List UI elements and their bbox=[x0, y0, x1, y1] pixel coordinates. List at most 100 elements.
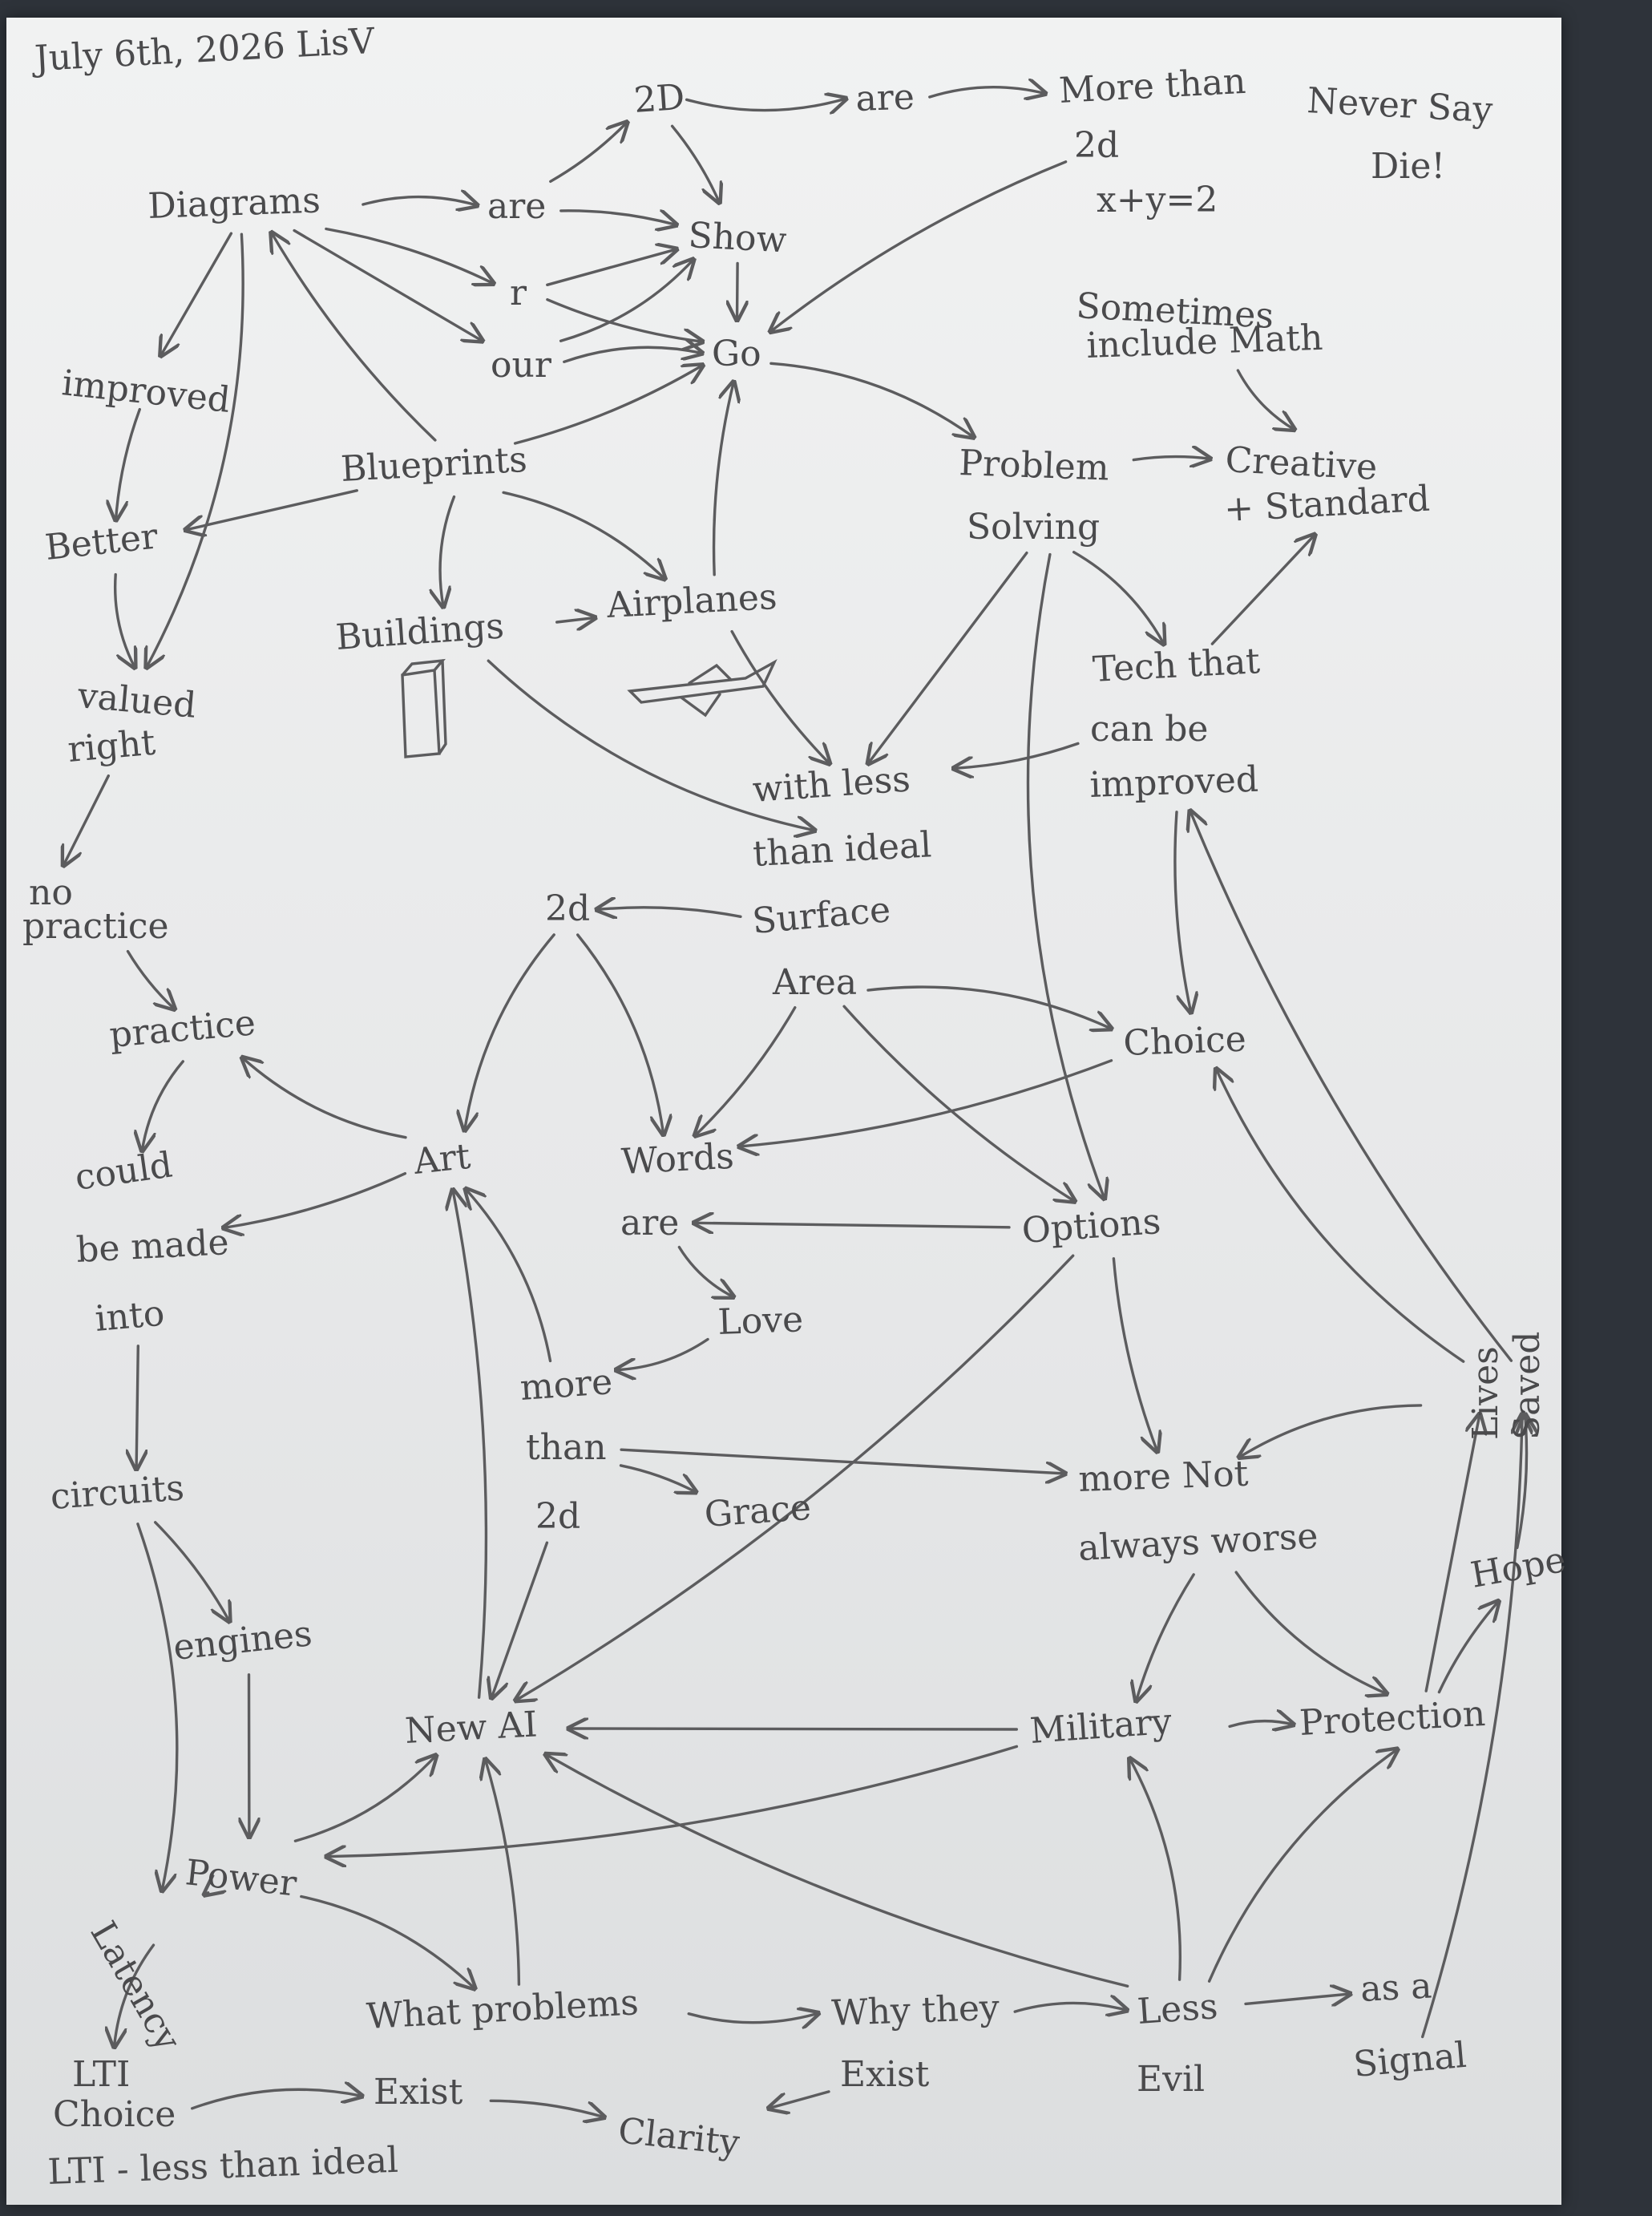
node-creative2: + Standard bbox=[1223, 479, 1431, 530]
edge-2d-mid-to-art bbox=[465, 933, 555, 1130]
node-r: r bbox=[510, 273, 527, 313]
edge-show-to-go bbox=[737, 261, 738, 320]
edge-are2-to-more-than-2d-top1 bbox=[928, 87, 1045, 97]
edge-latency-to-lti-short bbox=[115, 1943, 156, 2047]
node-2d-mid: 2d bbox=[545, 888, 590, 929]
edge-blueprints-to-buildings bbox=[440, 495, 456, 607]
edge-choice-to-words1 bbox=[739, 1059, 1113, 1146]
edge-more-than-2d-mid1-to-art bbox=[466, 1189, 552, 1363]
edge-sometimes2-to-creative1 bbox=[1236, 369, 1294, 430]
node-lti1: with less bbox=[751, 758, 911, 811]
node-our: our bbox=[491, 345, 552, 386]
node-lives2: Saved bbox=[1507, 1332, 1548, 1440]
node-more-not1: more Not bbox=[1078, 1454, 1250, 1500]
edge-airplanes-to-lti1 bbox=[730, 629, 830, 764]
edge-diagrams-to-improved bbox=[161, 232, 233, 356]
edge-go-to-problem1 bbox=[769, 362, 974, 437]
edge-military-to-protection bbox=[1228, 1721, 1294, 1727]
edge-are1-to-2d-top bbox=[549, 123, 628, 183]
node-equation: x+y=2 bbox=[1097, 180, 1218, 220]
edge-2d-top-to-show bbox=[670, 124, 720, 202]
node-sometimes2: include Math bbox=[1086, 317, 1324, 366]
node-lives1: Lives bbox=[1465, 1346, 1506, 1440]
edge-blueprints-to-airplanes bbox=[502, 491, 664, 579]
node-problem2: Solving bbox=[967, 507, 1100, 548]
node-airplanes: Airplanes bbox=[605, 576, 778, 626]
edge-surface2-to-words1 bbox=[695, 1006, 797, 1136]
node-lti2: than ideal bbox=[752, 824, 933, 875]
node-more-than-2d-top1: More than bbox=[1058, 61, 1247, 111]
edge-our-to-show bbox=[559, 260, 694, 342]
edge-art-to-could2 bbox=[224, 1172, 407, 1228]
node-are2: are bbox=[855, 76, 915, 119]
node-military: Military bbox=[1028, 1701, 1173, 1752]
edge-better-to-valued1 bbox=[114, 572, 135, 668]
node-tech3: improved bbox=[1089, 759, 1259, 806]
node-signal2: Signal bbox=[1352, 2035, 1468, 2085]
node-clarity: Clarity bbox=[616, 2110, 741, 2164]
node-hope: Hope bbox=[1468, 1539, 1569, 1596]
footnote: LTI - less than ideal bbox=[47, 2140, 399, 2193]
node-less-evil2: Evil bbox=[1137, 2059, 1205, 2100]
node-could1: could bbox=[72, 1144, 175, 1198]
edge-valued2-to-no-practice1 bbox=[63, 774, 110, 866]
edge-more-not2-to-protection bbox=[1234, 1571, 1387, 1694]
edge-diagrams-to-valued1 bbox=[147, 233, 244, 667]
node-more-than-2d-top2: 2d bbox=[1074, 125, 1119, 166]
edge-options-to-more-not1 bbox=[1112, 1257, 1157, 1452]
node-art: Art bbox=[411, 1136, 473, 1183]
edge-words2-to-love bbox=[677, 1245, 733, 1297]
node-circuits: circuits bbox=[49, 1467, 185, 1518]
edge-protection-to-lives1 bbox=[1424, 1414, 1480, 1692]
node-show: Show bbox=[687, 215, 787, 261]
edge-circuits-to-latency bbox=[136, 1522, 179, 1891]
node-more-than-2d-mid1: more bbox=[519, 1361, 614, 1409]
edge-tech1-to-creative2 bbox=[1210, 535, 1315, 645]
edge-protection-to-hope bbox=[1437, 1601, 1498, 1694]
edge-blueprints-to-better bbox=[185, 489, 358, 530]
node-better: Better bbox=[43, 516, 160, 568]
edge-what-problems1-to-new-ai bbox=[485, 1759, 521, 1986]
node-practice: practice bbox=[108, 1002, 257, 1056]
node-diagrams: Diagrams bbox=[147, 180, 321, 227]
edge-practice-to-could1 bbox=[142, 1060, 184, 1150]
edge-surface2-to-options bbox=[842, 1005, 1075, 1201]
edge-why2-to-clarity bbox=[769, 2090, 830, 2109]
node-improved: improved bbox=[60, 362, 232, 421]
edge-diagrams-to-our bbox=[293, 228, 483, 342]
edge-diagrams-to-r bbox=[325, 227, 494, 284]
node-are1: are bbox=[487, 186, 546, 227]
motto-line2: Die! bbox=[1371, 146, 1445, 187]
node-no-practice2: practice bbox=[22, 906, 169, 947]
edge-improved-to-better bbox=[116, 407, 141, 520]
edge-less-evil1-to-new-ai bbox=[546, 1754, 1129, 1988]
edge-no-practice2-to-practice bbox=[126, 949, 175, 1009]
edge-more-than-2d-mid2-to-grace bbox=[619, 1464, 697, 1492]
edge-signal2-to-lives2 bbox=[1421, 1414, 1522, 2039]
edge-diagrams-to-are1 bbox=[362, 197, 478, 206]
node-engines: engines bbox=[172, 1613, 314, 1668]
edge-surface2-to-choice bbox=[866, 985, 1111, 1029]
edge-r-to-go bbox=[546, 298, 702, 342]
node-more-than-2d-mid2: than bbox=[526, 1427, 607, 1468]
node-valued2: right bbox=[67, 722, 158, 770]
node-valued1: valued bbox=[75, 675, 198, 726]
node-less-evil1: Less bbox=[1136, 1986, 1219, 2032]
edge-choice-bottom-to-what-problems2 bbox=[191, 2089, 362, 2110]
edge-what-problems2-to-clarity bbox=[489, 2099, 604, 2117]
date-line: July 6th, 2026 LisV bbox=[30, 21, 377, 79]
edge-lives1-to-choice bbox=[1216, 1069, 1465, 1363]
edge-2d-top-to-are2 bbox=[685, 99, 846, 111]
edge-options-to-new-ai bbox=[515, 1254, 1075, 1700]
airplane-sketch-icon bbox=[627, 658, 778, 718]
edge-our-to-go bbox=[563, 347, 702, 363]
node-protection: Protection bbox=[1299, 1693, 1486, 1744]
edge-military-to-power bbox=[326, 1745, 1019, 1856]
node-more-than-2d-mid3: 2d bbox=[535, 1496, 580, 1537]
edge-more-than-2d-top2-to-go bbox=[770, 160, 1068, 332]
node-could3: into bbox=[94, 1293, 167, 1340]
edge-could3-to-circuits bbox=[136, 1345, 138, 1470]
node-no-practice1: no bbox=[29, 872, 73, 913]
